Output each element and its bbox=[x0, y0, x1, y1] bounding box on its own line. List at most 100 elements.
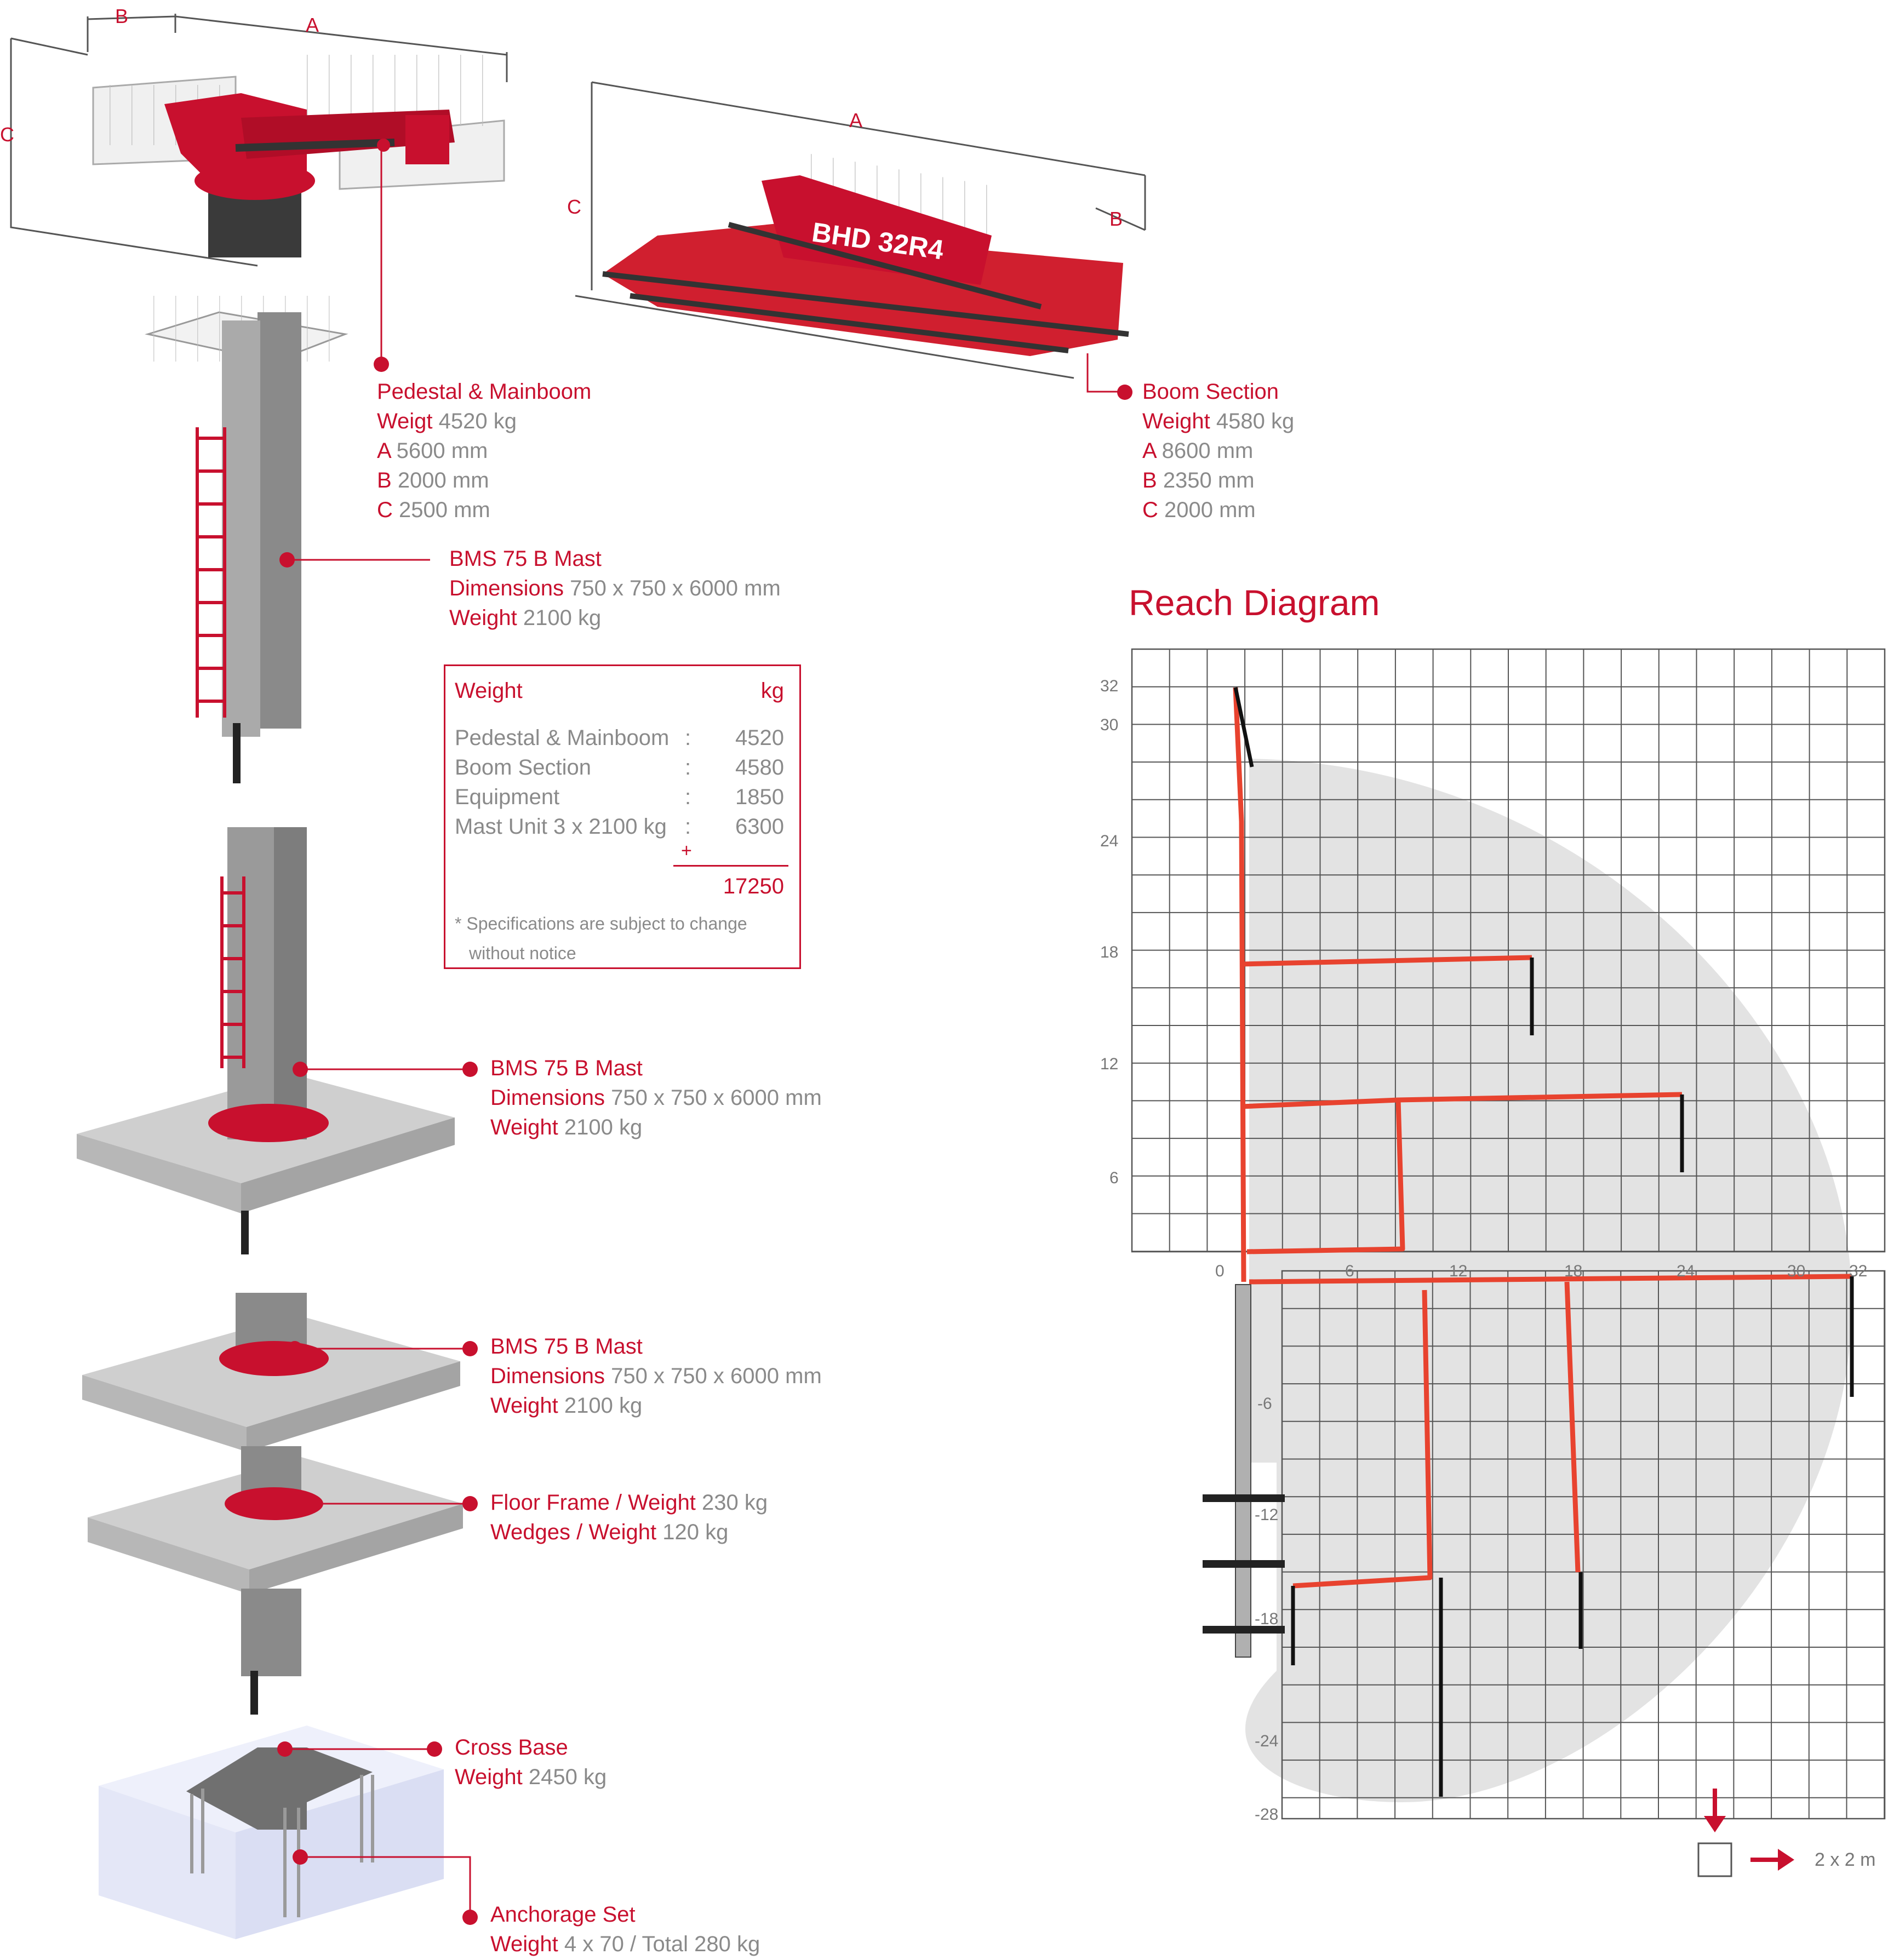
pedestal-mainboom-illustration bbox=[10, 14, 508, 267]
cross-base-leader bbox=[277, 1741, 442, 1757]
weight-row: Boom Section : 4580 bbox=[455, 753, 784, 782]
boom-traces bbox=[1233, 687, 1852, 1589]
pedestal-leader bbox=[374, 145, 389, 372]
anchorage-weight-label: Weight bbox=[490, 1932, 558, 1956]
y-tick-6: 6 bbox=[1109, 1169, 1119, 1187]
mast1-leader bbox=[279, 552, 430, 568]
floor-frame-callout: Floor Frame / Weight 230 kg Wedges / Wei… bbox=[490, 1488, 768, 1547]
y-tick-neg12: -12 bbox=[1255, 1506, 1278, 1524]
boom-c-value: 2000 mm bbox=[1164, 498, 1256, 522]
boom-section-illustration bbox=[575, 81, 1146, 379]
anchorage-title: Anchorage Set bbox=[490, 1902, 636, 1927]
weight-note-line1: * Specifications are subject to change bbox=[455, 914, 747, 933]
mast2-weight-label: Weight bbox=[490, 1115, 558, 1139]
x-tick-24: 24 bbox=[1677, 1262, 1695, 1280]
y-tick-labels: 32 30 24 18 12 6 -6 -12 -18 -24 -28 bbox=[1100, 677, 1278, 1824]
boom-b-value: 2350 mm bbox=[1163, 468, 1255, 492]
mast1-weight-value: 2100 kg bbox=[523, 606, 602, 630]
wedges-label: Wedges / Weight bbox=[490, 1520, 657, 1544]
weight-note-line2: without notice bbox=[469, 943, 576, 963]
dim-letter-a-pedestal: A bbox=[306, 14, 319, 36]
weight-total-value: 17250 bbox=[723, 874, 784, 898]
mast1-dim-value: 750 x 750 x 6000 mm bbox=[570, 576, 781, 600]
dim-letter-c-boom: C bbox=[567, 196, 581, 218]
mast2-dim-value: 750 x 750 x 6000 mm bbox=[611, 1086, 822, 1110]
dim-letter-b-boom: B bbox=[1109, 208, 1123, 230]
mast3-weight-label: Weight bbox=[490, 1394, 558, 1418]
pedestal-c-value: 2500 mm bbox=[399, 498, 490, 522]
reach-floor-slabs bbox=[1203, 1494, 1285, 1634]
mast2-title: BMS 75 B Mast bbox=[490, 1056, 643, 1080]
mast2-weight-value: 2100 kg bbox=[564, 1115, 643, 1139]
dim-letter-b-pedestal: B bbox=[115, 5, 128, 27]
mast3-dim-value: 750 x 750 x 6000 mm bbox=[611, 1364, 822, 1388]
pedestal-weight-value: 4520 kg bbox=[438, 409, 517, 433]
weight-row-label: Boom Section bbox=[455, 755, 592, 780]
weight-row: Mast Unit 3 x 2100 kg : 6300 bbox=[455, 812, 784, 841]
y-tick-30: 30 bbox=[1100, 716, 1118, 734]
mast2-callout: BMS 75 B Mast Dimensions 750 x 750 x 600… bbox=[490, 1053, 822, 1142]
scale-label: 2 x 2 m bbox=[1815, 1849, 1875, 1870]
weight-row-label: Equipment bbox=[455, 785, 560, 809]
reach-mast bbox=[1235, 1284, 1251, 1658]
pedestal-b-label: B bbox=[377, 468, 392, 492]
pedestal-weight-label: Weigt bbox=[377, 409, 433, 433]
boom-a-label: A bbox=[1142, 439, 1156, 463]
weight-sum-rule bbox=[673, 865, 788, 867]
x-tick-12: 12 bbox=[1449, 1262, 1467, 1280]
boom-c-label: C bbox=[1142, 498, 1158, 522]
x-tick-30: 30 bbox=[1787, 1262, 1805, 1280]
weight-table-header: Weight kg bbox=[455, 676, 784, 706]
mast1-dim-label: Dimensions bbox=[449, 576, 564, 600]
weight-note: * Specifications are subject to change w… bbox=[455, 909, 747, 968]
weight-header-unit: kg bbox=[760, 679, 784, 703]
weight-row-value: 1850 bbox=[735, 785, 784, 809]
dim-letter-c-pedestal: C bbox=[0, 123, 14, 146]
boom-weight-label: Weight bbox=[1142, 409, 1210, 433]
anchorage-weight-value: 4 x 70 / Total 280 kg bbox=[564, 1932, 760, 1956]
mast3-leader bbox=[287, 1341, 478, 1356]
x-tick-6: 6 bbox=[1345, 1262, 1354, 1280]
weight-row-sep: : bbox=[685, 755, 691, 780]
boom-section-title: Boom Section bbox=[1142, 380, 1279, 404]
boom-weight-value: 4580 kg bbox=[1216, 409, 1295, 433]
pedestal-a-label: A bbox=[377, 439, 391, 463]
mast1-weight-label: Weight bbox=[449, 606, 517, 630]
anchorage-callout: Anchorage Set Weight 4 x 70 / Total 280 … bbox=[490, 1900, 760, 1959]
scale-square bbox=[1697, 1842, 1732, 1877]
boom-b-label: B bbox=[1142, 468, 1157, 492]
mast-slab-illustration bbox=[77, 827, 455, 1254]
x-tick-32: 32 bbox=[1849, 1262, 1867, 1280]
y-tick-neg24: -24 bbox=[1255, 1732, 1278, 1750]
y-tick-neg18: -18 bbox=[1255, 1610, 1278, 1628]
y-tick-18: 18 bbox=[1100, 943, 1118, 961]
anchorage-leader bbox=[293, 1849, 478, 1925]
boom-leader bbox=[1086, 353, 1132, 400]
y-tick-32: 32 bbox=[1100, 677, 1118, 695]
wedges-value: 120 kg bbox=[662, 1520, 729, 1544]
y-tick-12: 12 bbox=[1100, 1055, 1118, 1073]
mast3-weight-value: 2100 kg bbox=[564, 1394, 643, 1418]
weight-row-sep: : bbox=[685, 815, 691, 839]
boom-section-callout: Boom Section Weight 4580 kg A 8600 mm B … bbox=[1142, 377, 1294, 525]
boom-a-value: 8600 mm bbox=[1162, 439, 1254, 463]
pedestal-b-value: 2000 mm bbox=[397, 468, 489, 492]
pedestal-title: Pedestal & Mainboom bbox=[377, 380, 592, 404]
mast1-callout: BMS 75 B Mast Dimensions 750 x 750 x 600… bbox=[449, 544, 781, 633]
cross-base-illustration bbox=[99, 1726, 444, 1939]
y-tick-neg6: -6 bbox=[1257, 1395, 1272, 1413]
pedestal-a-value: 5600 mm bbox=[396, 439, 488, 463]
mast3-callout: BMS 75 B Mast Dimensions 750 x 750 x 600… bbox=[490, 1332, 822, 1420]
dim-letter-a-boom: A bbox=[849, 109, 862, 131]
y-tick-neg28: -28 bbox=[1255, 1806, 1278, 1824]
floor-frame-label: Floor Frame / Weight bbox=[490, 1491, 696, 1515]
weight-row-sep: : bbox=[685, 726, 691, 750]
weight-row: Pedestal & Mainboom : 4520 bbox=[455, 723, 784, 753]
cross-base-weight-value: 2450 kg bbox=[528, 1765, 607, 1789]
floor-frame-leader bbox=[287, 1496, 478, 1511]
boom-tips bbox=[1233, 687, 1854, 1797]
weight-total-row: 17250 bbox=[455, 872, 784, 901]
reach-diagram bbox=[1131, 648, 1886, 1877]
cross-base-title: Cross Base bbox=[455, 1735, 568, 1760]
weight-row-sep: : bbox=[685, 785, 691, 809]
